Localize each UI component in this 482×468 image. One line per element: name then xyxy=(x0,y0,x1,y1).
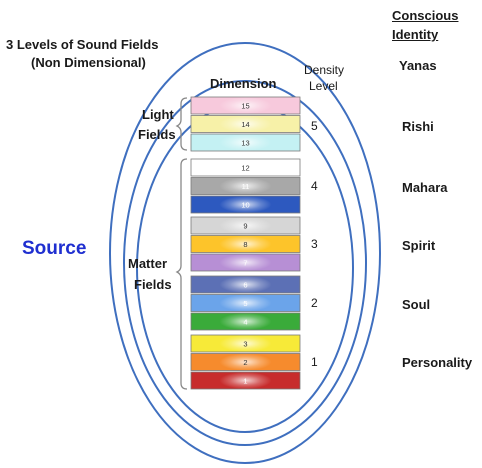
dimension-bar-glow-2 xyxy=(219,353,272,371)
matter-fields-line-1: Matter xyxy=(128,256,168,271)
dimension-bar-label-12: 12 xyxy=(241,164,249,173)
light-fields-line-1: Light xyxy=(142,107,174,122)
density-level-2: 2 xyxy=(311,296,318,310)
dimension-bar-label-1: 1 xyxy=(243,377,247,386)
light-fields-bracket xyxy=(175,97,188,151)
title-line-2: (Non Dimensional) xyxy=(31,55,146,70)
dimension-bar-glow-5 xyxy=(219,294,272,312)
identity-yanas: Yanas xyxy=(399,58,437,73)
dimension-bar-glow-8 xyxy=(219,235,272,253)
dimension-bars: 15 14 13 12 11 10 9 8 7 6 5 4 3 2 1 xyxy=(190,96,301,390)
header-density-line-1: Density xyxy=(304,63,345,77)
outer-ellipse xyxy=(109,42,381,464)
density-level-4: 4 xyxy=(311,179,318,193)
dimension-bar-label-4: 4 xyxy=(243,318,247,327)
density-level-1: 1 xyxy=(311,355,318,369)
dimension-bar-label-3: 3 xyxy=(243,340,247,349)
dimension-bar-label-9: 9 xyxy=(243,222,247,231)
dimension-bar-glow-7 xyxy=(219,254,272,271)
dimension-bar-glow-15 xyxy=(219,97,272,114)
dimension-bar-glow-1 xyxy=(219,372,272,389)
dimension-bar-label-8: 8 xyxy=(243,240,247,249)
identity-personality: Personality xyxy=(402,355,473,370)
dimension-bar-glow-13 xyxy=(219,134,272,151)
dimension-bar-label-15: 15 xyxy=(241,102,249,111)
dimension-bar-glow-12 xyxy=(219,159,272,176)
dimension-bar-label-10: 10 xyxy=(241,201,249,210)
header-identity-line-2: Identity xyxy=(392,27,439,42)
light-fields-line-2: Fields xyxy=(138,127,176,142)
matter-fields-bracket xyxy=(175,158,188,390)
dimension-bar-glow-9 xyxy=(219,217,272,234)
density-level-5: 5 xyxy=(311,119,318,133)
header-identity-line-1: Conscious xyxy=(392,8,459,23)
dimension-bar-glow-6 xyxy=(219,276,272,293)
header-density-line-2: Level xyxy=(309,79,338,93)
title-line-1: 3 Levels of Sound Fields xyxy=(6,37,159,52)
dimension-bar-glow-11 xyxy=(219,177,272,195)
matter-fields-line-2: Fields xyxy=(134,277,172,292)
dimension-bar-label-5: 5 xyxy=(243,299,247,308)
dimension-bar-glow-4 xyxy=(219,313,272,330)
dimension-bar-label-2: 2 xyxy=(243,358,247,367)
dimension-bar-glow-10 xyxy=(219,196,272,213)
dimension-bar-label-6: 6 xyxy=(243,281,247,290)
dimension-bar-glow-14 xyxy=(219,115,272,133)
identity-rishi: Rishi xyxy=(402,119,434,134)
dimension-bar-glow-3 xyxy=(219,335,272,352)
identity-mahara: Mahara xyxy=(402,180,448,195)
header-dimension: Dimension xyxy=(210,76,277,91)
density-level-3: 3 xyxy=(311,237,318,251)
dimension-bar-label-13: 13 xyxy=(241,139,249,148)
source-label: Source xyxy=(22,238,87,259)
identity-soul: Soul xyxy=(402,297,431,312)
identity-spirit: Spirit xyxy=(402,238,436,253)
middle-ellipse xyxy=(123,80,367,446)
dimension-bar-label-7: 7 xyxy=(243,259,247,268)
dimension-bar-label-14: 14 xyxy=(241,120,249,129)
dimension-bar-label-11: 11 xyxy=(242,182,250,191)
